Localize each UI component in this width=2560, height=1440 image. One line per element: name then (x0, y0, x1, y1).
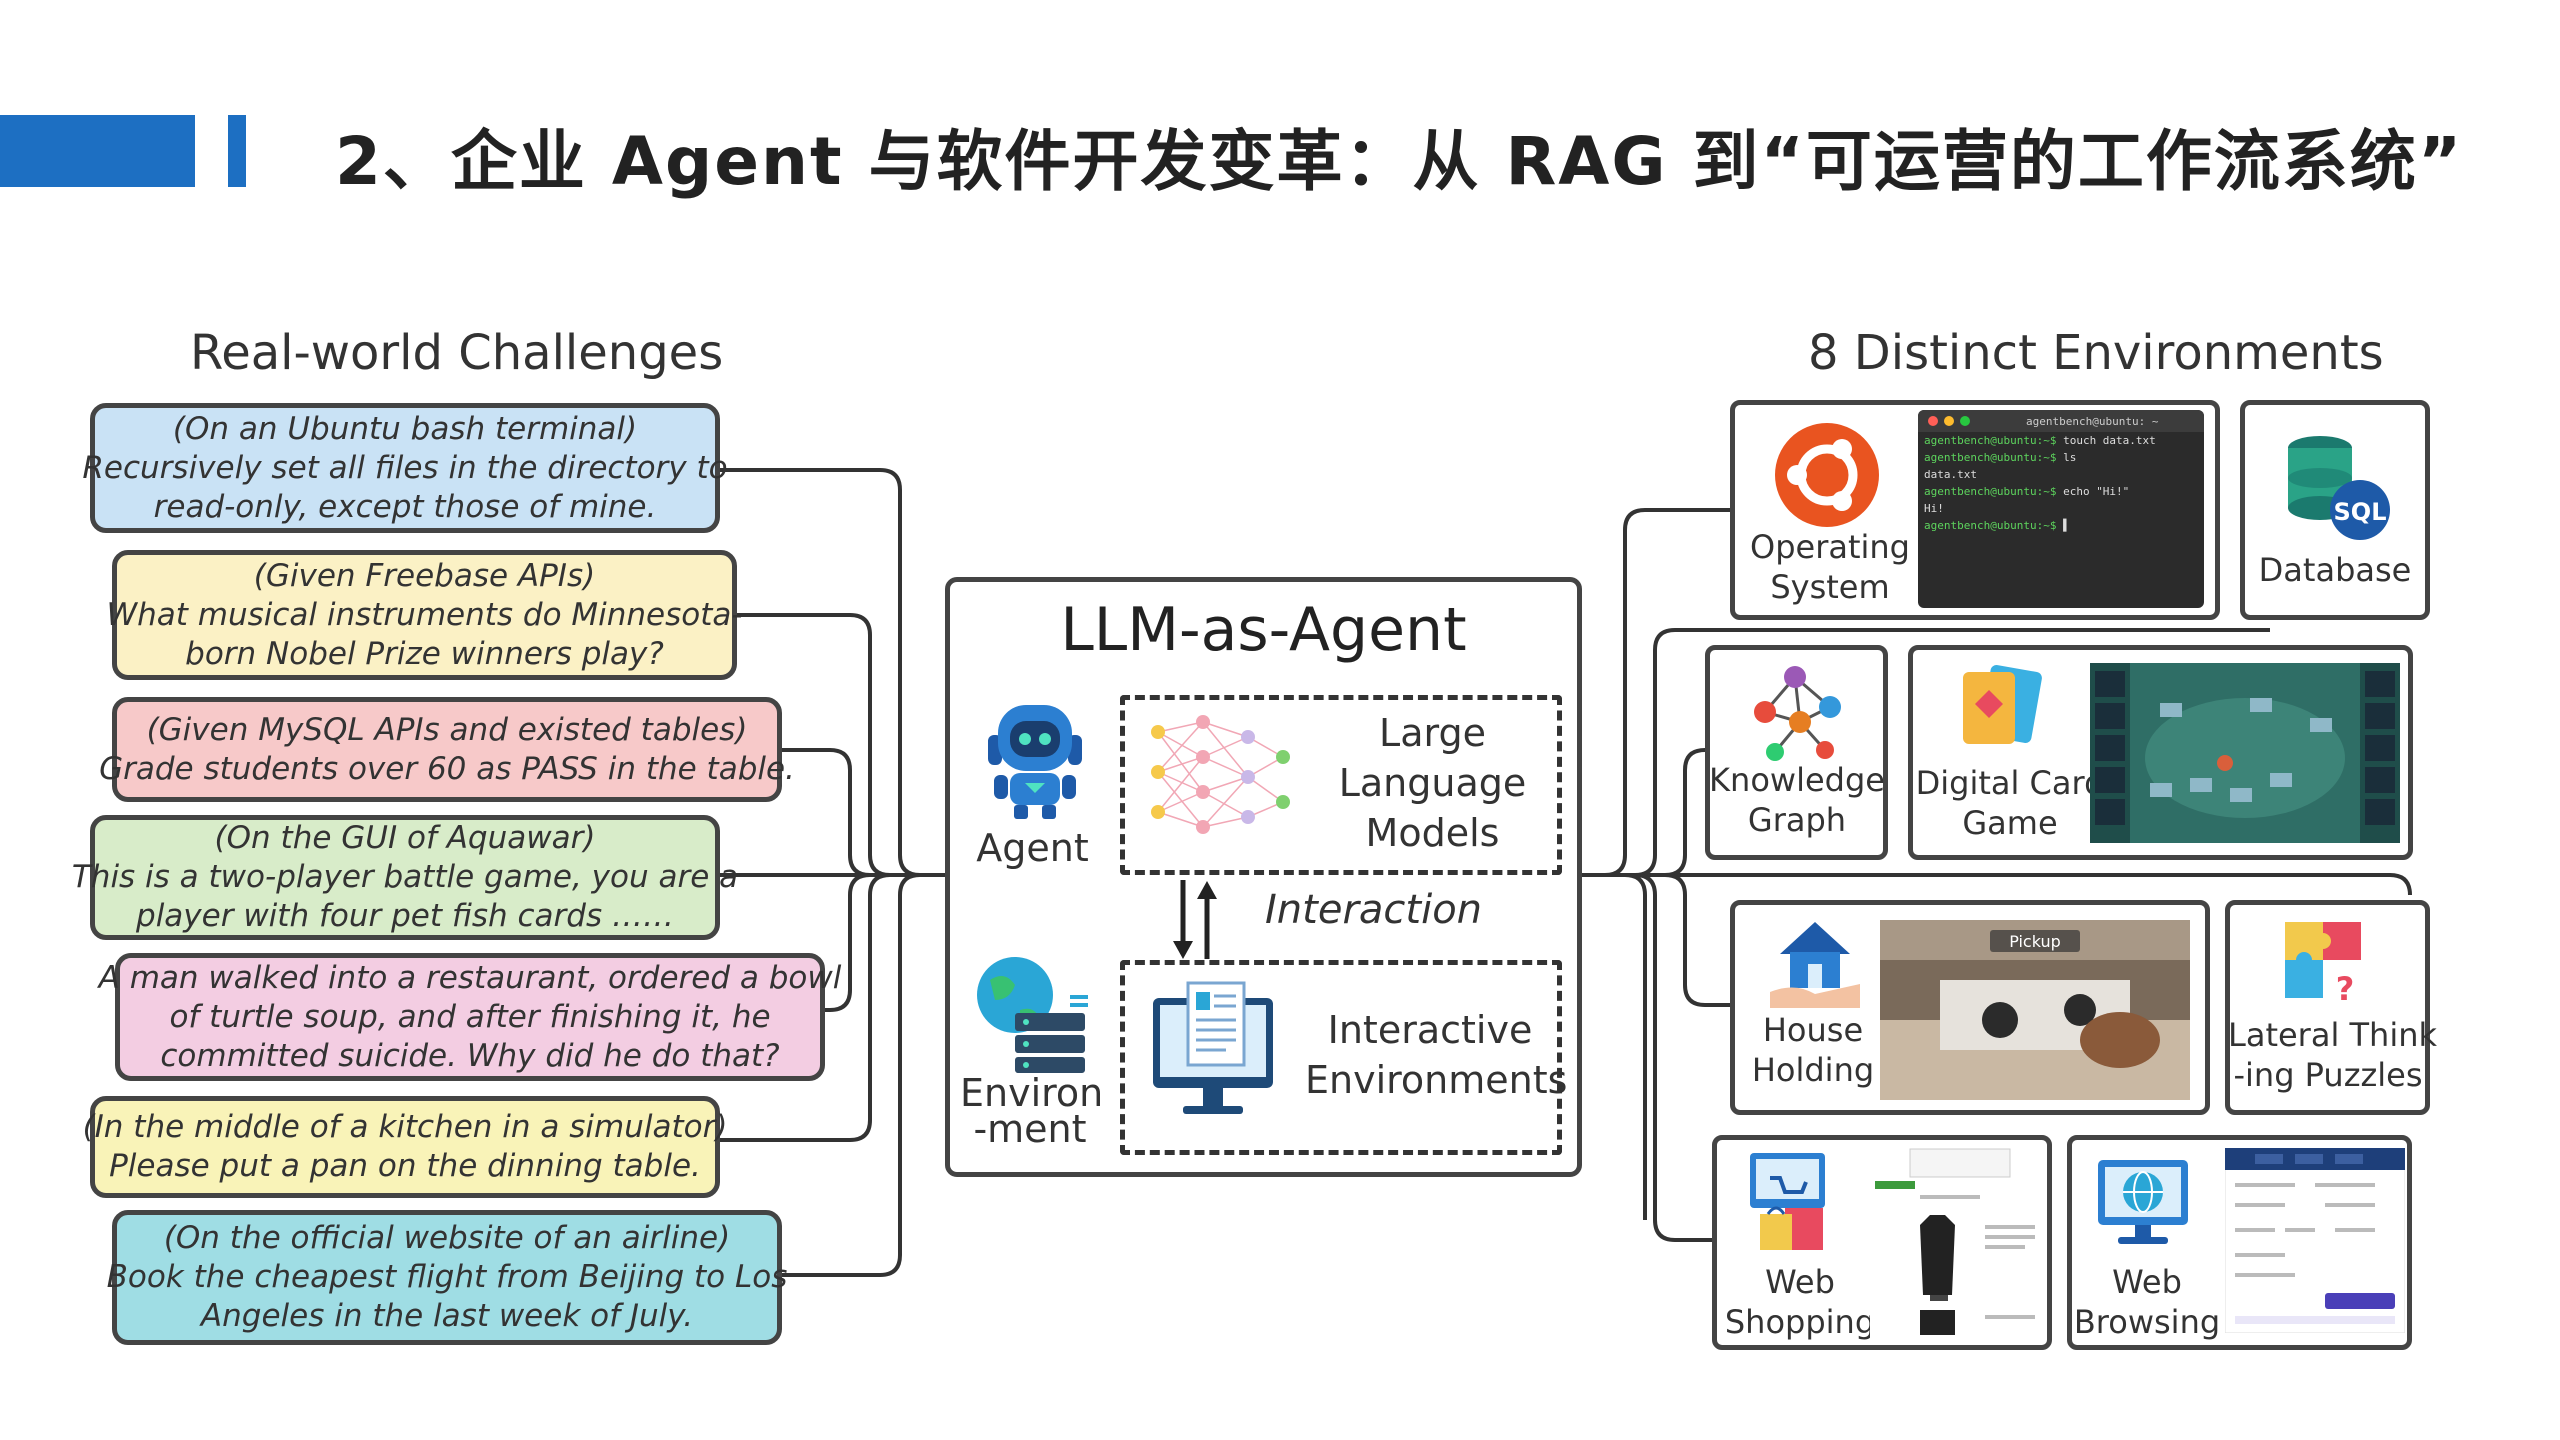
challenge-card-kitchen: (In the middle of a kitchen in a simulat… (83, 1096, 727, 1198)
pickup-text: Pickup (2009, 932, 2061, 951)
terminal-line: agentbench@ubuntu:~$ ▌ (1924, 519, 2070, 532)
terminal-title: agentbench@ubuntu: ~ (2026, 414, 2159, 428)
kitchen-scene-screenshot: Pickup (1880, 920, 2190, 1100)
environment-icon (977, 957, 1088, 1073)
connector-7 (780, 873, 945, 1277)
llm-box (1120, 695, 1562, 875)
terminal-line: Hi! (1924, 502, 1944, 515)
challenge-card-aquawar: (On the GUI of Aquawar)This is a two-pla… (72, 815, 738, 940)
airline-page-screenshot (2225, 1148, 2405, 1333)
header-bar (0, 115, 195, 187)
robot-icon (988, 705, 1082, 819)
connector-r6 (1605, 873, 1712, 1242)
env-knowledge-graph (1705, 645, 1888, 860)
challenge-card-ubuntu: (On an Ubuntu bash terminal)Recursively … (82, 403, 728, 533)
close-dot (1928, 416, 1938, 426)
center-title: LLM-as-Agent (1060, 595, 1467, 665)
interaction-label: Interaction (1265, 887, 1483, 933)
db-label: Database (2258, 551, 2412, 589)
connector-6 (720, 873, 891, 1142)
agent-label: Agent (976, 826, 1089, 870)
challenge-card-mysql: (Given MySQL APIs and existed tables)Gra… (99, 697, 795, 802)
left-heading: Real-world Challenges (190, 325, 724, 381)
card-icon (1963, 664, 2042, 744)
terminal-line: agentbench@ubuntu:~$ ls (1924, 451, 2077, 464)
connector-r5 (1625, 873, 1730, 1007)
header-bar-accent (228, 115, 246, 187)
shopping-page-screenshot (1870, 1145, 2045, 1340)
knowledge-graph-icon (1754, 666, 1841, 761)
page-title: 2、企业 Agent 与软件开发变革：从 RAG 到“可运营的工作流系统” (335, 123, 2464, 200)
challenge-card-freebase: (Given Freebase APIs)What musical instru… (106, 550, 743, 680)
environment-label: Environ-ment (960, 1071, 1104, 1151)
connector-2 (735, 613, 891, 877)
monitor-document-icon (1153, 981, 1273, 1114)
connector-1 (720, 468, 945, 877)
minimize-dot (1944, 416, 1954, 426)
right-heading: 8 Distinct Environments (1808, 325, 2384, 381)
web-browsing-icon (2098, 1160, 2188, 1244)
connector-5 (825, 873, 871, 1012)
challenge-card-turtle-soup: A man walked into a restaurant, ordered … (99, 953, 841, 1081)
house-icon (1770, 922, 1860, 1008)
puzzle-icon: ? (2285, 922, 2361, 1008)
connector-r4 (1625, 873, 2412, 896)
terminal-titlebar: agentbench@ubuntu: ~ (1918, 410, 2204, 432)
terminal-line: agentbench@ubuntu:~$ touch data.txt (1924, 434, 2156, 447)
svg-text:?: ? (2336, 970, 2355, 1008)
neural-network-icon (1151, 715, 1290, 834)
sql-text: SQL (2334, 498, 2387, 526)
connector-r7 (1624, 873, 1647, 1220)
terminal-window: agentbench@ubuntu: ~ agentbench@ubuntu:~… (1918, 410, 2204, 608)
sql-database-icon: SQL (2288, 436, 2390, 540)
shopping-icon (1750, 1153, 1825, 1250)
terminal-line: agentbench@ubuntu:~$ echo "Hi!" (1924, 485, 2130, 498)
terminal-line: data.txt (1924, 468, 1977, 481)
ltp-label: Lateral Think-ing Puzzles (2228, 1016, 2438, 1094)
aquawar-game-screenshot (2090, 663, 2400, 843)
challenge-card-airline: (On the official website of an airline)B… (107, 1210, 787, 1345)
connector-3 (780, 748, 871, 877)
interactive-env-box (1120, 960, 1562, 1155)
interaction-arrows (1173, 880, 1217, 959)
maximize-dot (1960, 416, 1970, 426)
ubuntu-icon (1775, 423, 1879, 527)
